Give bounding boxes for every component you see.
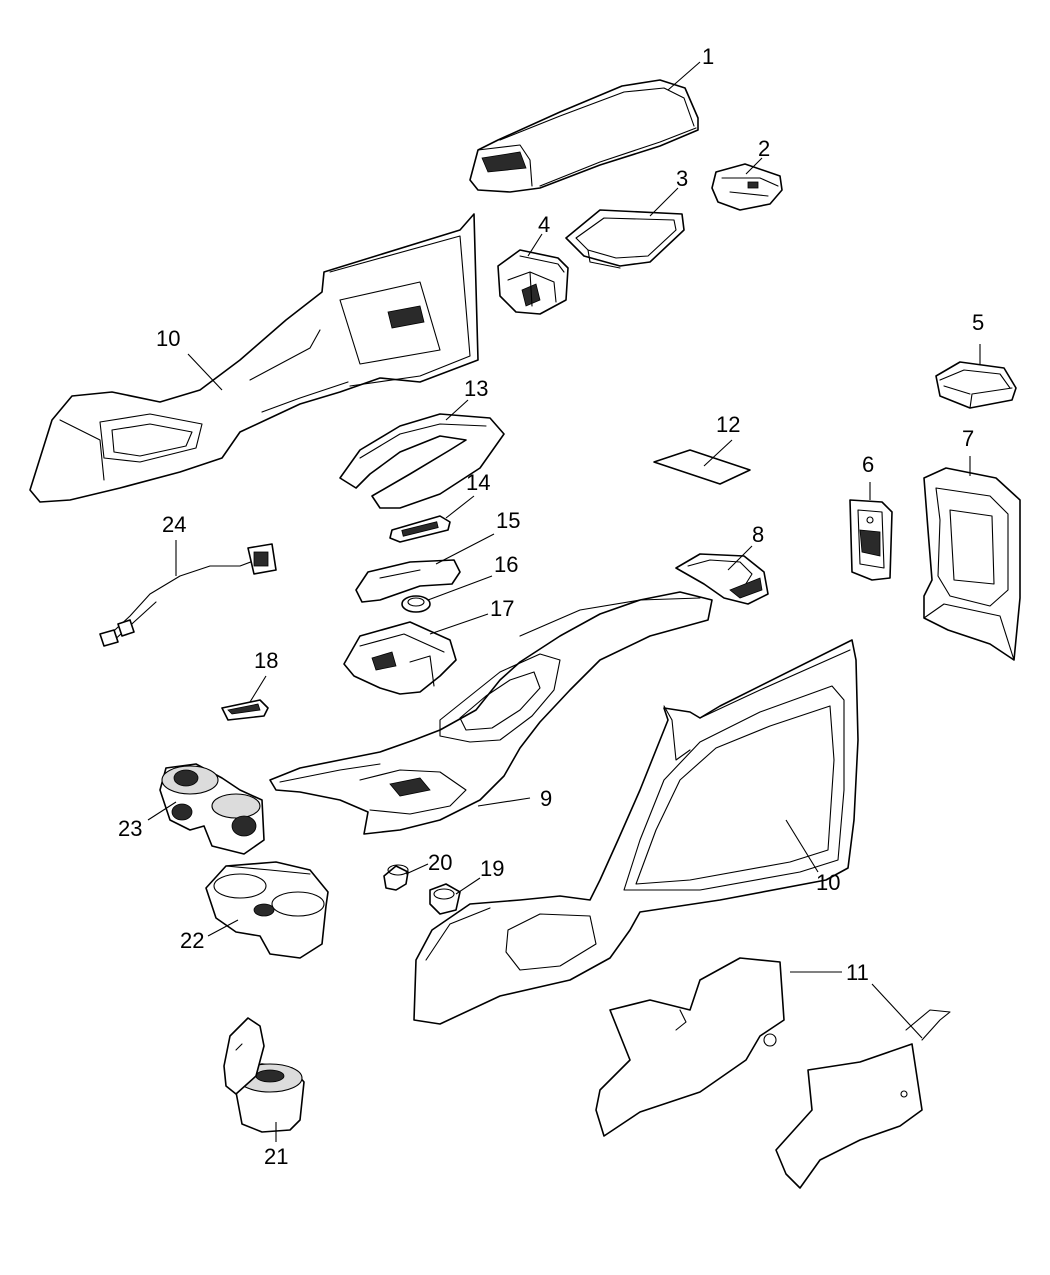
callout-1: 1	[702, 44, 714, 69]
leader-3	[649, 187, 679, 217]
callout-22: 22	[180, 928, 204, 953]
callout-17: 17	[490, 596, 514, 621]
leader-1	[667, 61, 701, 91]
leader-8	[727, 545, 753, 571]
part-23-cup-holder-insert	[159, 763, 265, 855]
callout-6: 6	[862, 452, 874, 477]
callout-16: 15	[496, 508, 520, 533]
leader-4	[527, 233, 543, 257]
leader-9	[477, 797, 531, 807]
leader-19	[455, 877, 481, 895]
part-12-pad	[653, 449, 751, 485]
leader-10a	[187, 353, 223, 391]
part-8-rear-extension	[675, 553, 769, 605]
part-3-storage-tray	[565, 209, 685, 269]
part-20-push-pin	[383, 864, 409, 891]
callout-2: 2	[758, 136, 770, 161]
callout-7: 7	[962, 426, 974, 451]
callout-11: 11	[846, 960, 869, 985]
callout-14: 14	[466, 470, 490, 495]
callout-24: 24	[162, 512, 186, 537]
callout-9: 9	[540, 786, 552, 811]
part-15-cap	[401, 595, 431, 613]
callout-12: 12	[716, 412, 740, 437]
leader-12	[703, 439, 733, 467]
callout-labels: 1 2 3 4 5 6 7 8 9 10 10 11 12 13 14 15 1…	[118, 44, 984, 1169]
part-7-rear-trim-panel	[923, 467, 1021, 661]
part-18-small-switch	[221, 699, 269, 721]
callout-10-upper: 10	[156, 326, 180, 351]
leader-23	[147, 801, 177, 821]
callout-10-lower: 10	[816, 870, 840, 895]
leader-lines	[147, 61, 981, 1142]
leader-2	[745, 157, 763, 175]
part-10-left-side-panel	[29, 213, 479, 503]
leader-16	[435, 533, 495, 565]
part-21-storage-cup	[223, 1017, 305, 1133]
leader-10b	[785, 819, 819, 873]
leader-18	[249, 675, 267, 703]
callout-19: 19	[480, 856, 504, 881]
part-4-bin-module	[497, 249, 569, 315]
leader-11b	[871, 983, 923, 1039]
leader-13	[445, 399, 469, 421]
part-5-module	[935, 361, 1017, 409]
part-11-insulator-left	[595, 957, 785, 1137]
part-13-trim-bezel	[339, 413, 505, 509]
part-6-small-bezel	[849, 499, 893, 581]
leader-15	[427, 575, 493, 601]
callout-15: 16	[494, 552, 518, 577]
callout-20: 20	[428, 850, 452, 875]
leader-14	[445, 495, 475, 519]
part-11-insulator-right	[775, 1009, 951, 1189]
callout-13: 13	[464, 376, 488, 401]
part-1-armrest-lid	[469, 79, 699, 193]
part-22-cup-holder	[205, 861, 329, 959]
leader-22	[207, 919, 239, 937]
part-9-console-top	[269, 591, 713, 835]
part-24-wiring-harness	[99, 543, 277, 647]
callout-5: 5	[972, 310, 984, 335]
leader-20	[405, 863, 429, 875]
callout-18: 18	[254, 648, 278, 673]
leader-17	[429, 613, 489, 635]
part-16-cover-plate	[355, 559, 461, 603]
part-10-right-side-panel	[413, 639, 859, 1025]
part-2-latch-bracket	[711, 163, 783, 211]
callout-23: 23	[118, 816, 142, 841]
callout-3: 3	[676, 166, 688, 191]
part-19-clip	[429, 883, 461, 915]
callout-8: 8	[752, 522, 764, 547]
callout-4: 4	[538, 212, 550, 237]
part-14-switch	[389, 515, 451, 543]
callout-21: 21	[264, 1144, 288, 1169]
part-17-shifter-bezel	[343, 621, 457, 695]
